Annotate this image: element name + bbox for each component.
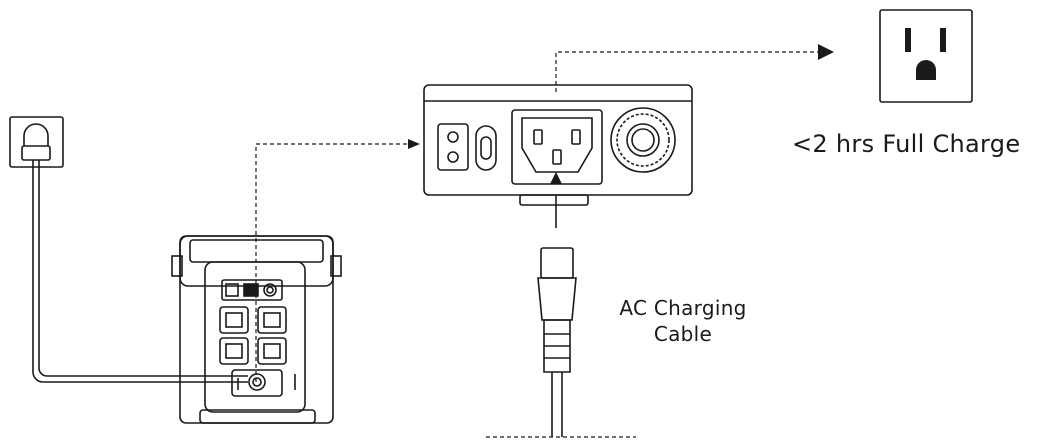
- ac-charging-cable: [486, 172, 636, 438]
- arrow-icon: [408, 139, 420, 149]
- charge-time-label: <2 hrs Full Charge: [792, 130, 1021, 158]
- power-cord: [32, 167, 248, 383]
- ac-input-panel: [423, 84, 693, 206]
- arrow-icon: [818, 44, 834, 60]
- cable-label-line2: Cable: [653, 322, 713, 346]
- cable-label-line1: AC Charging: [619, 296, 747, 320]
- leader-line: [255, 143, 408, 382]
- wall-plug-icon: [9, 116, 64, 168]
- cable-label: AC Charging Cable: [598, 295, 768, 347]
- wall-outlet-icon: [879, 9, 973, 103]
